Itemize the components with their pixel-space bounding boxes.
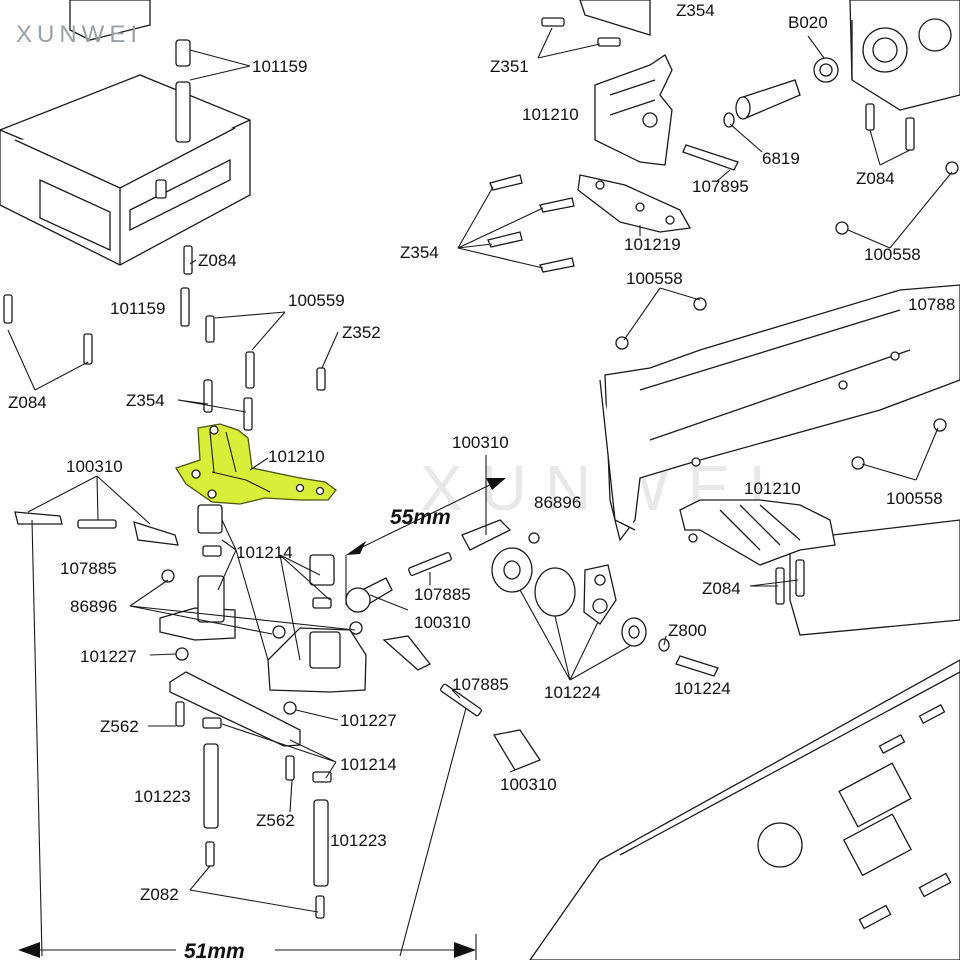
dimension-55mm: 55mm xyxy=(345,478,506,605)
label-z354-a: Z354 xyxy=(126,391,165,410)
label-101219: 101219 xyxy=(624,235,681,254)
label-z084-a: Z084 xyxy=(198,251,237,270)
label-86896-a: 86896 xyxy=(70,597,117,616)
label-z354-b: Z354 xyxy=(676,1,715,20)
label-100558-b: 100558 xyxy=(626,269,683,288)
label-100558-c: 100558 xyxy=(886,489,943,508)
dimension-label-51mm: 51mm xyxy=(184,940,245,960)
label-101224-a: 101224 xyxy=(544,683,601,702)
label-z562-b: Z562 xyxy=(256,811,295,830)
label-100310-b: 100310 xyxy=(452,433,509,452)
label-107885-a: 107885 xyxy=(60,559,117,578)
label-107895: 107895 xyxy=(692,177,749,196)
main-chassis-plate xyxy=(529,659,960,960)
label-z084-b: Z084 xyxy=(8,393,47,412)
gearbox xyxy=(813,0,960,111)
label-z352: Z352 xyxy=(342,323,381,342)
label-6819: 6819 xyxy=(762,149,800,168)
label-z082: Z082 xyxy=(140,885,179,904)
label-100559: 100559 xyxy=(288,291,345,310)
label-z084-c: Z084 xyxy=(856,169,895,188)
left-linkage-parts xyxy=(3,245,719,919)
label-101224-b: 101224 xyxy=(674,679,731,698)
upper-parts xyxy=(487,0,959,470)
label-101223-a: 101223 xyxy=(134,787,191,806)
label-100558-a: 100558 xyxy=(864,245,921,264)
label-100310-a: 100310 xyxy=(66,457,123,476)
label-100310-d: 100310 xyxy=(500,775,557,794)
label-101227-b: 101227 xyxy=(340,711,397,730)
label-100310-c: 100310 xyxy=(414,613,471,632)
label-z351: Z351 xyxy=(490,57,529,76)
label-101227-a: 101227 xyxy=(80,647,137,666)
label-101159-a: 101159 xyxy=(252,57,307,76)
label-101210-b: 101210 xyxy=(522,105,579,124)
label-86896-b: 86896 xyxy=(534,493,581,512)
label-107885-c: 107885 xyxy=(452,675,509,694)
label-z800: Z800 xyxy=(668,621,707,640)
highlighted-bracket-101210[interactable] xyxy=(175,423,337,505)
label-107885-b: 107885 xyxy=(414,585,471,604)
label-z084-d: Z084 xyxy=(702,579,741,598)
label-101210-c: 101210 xyxy=(744,479,801,498)
label-101159-b: 101159 xyxy=(110,299,165,318)
dimension-label-55mm: 55mm xyxy=(390,506,451,529)
part-labels: 101159 Z084 101159 100559 Z352 Z084 Z354… xyxy=(8,1,955,904)
label-101223-b: 101223 xyxy=(330,831,387,850)
label-101210-a: 101210 xyxy=(268,447,325,466)
leader-lines xyxy=(7,27,953,957)
label-101214-a: 101214 xyxy=(236,543,293,562)
watermark-brand: XUNWEI xyxy=(16,21,142,48)
dimension-51mm: 51mm xyxy=(18,934,477,960)
label-10788: 10788 xyxy=(908,295,955,314)
label-z354-c: Z354 xyxy=(400,243,439,262)
label-b020: B020 xyxy=(788,13,828,32)
chassis-side-plate xyxy=(599,284,960,636)
receiver-box xyxy=(0,0,251,266)
right-bracket xyxy=(679,499,836,605)
label-z562-a: Z562 xyxy=(100,717,139,736)
label-101214-b: 101214 xyxy=(340,755,397,774)
